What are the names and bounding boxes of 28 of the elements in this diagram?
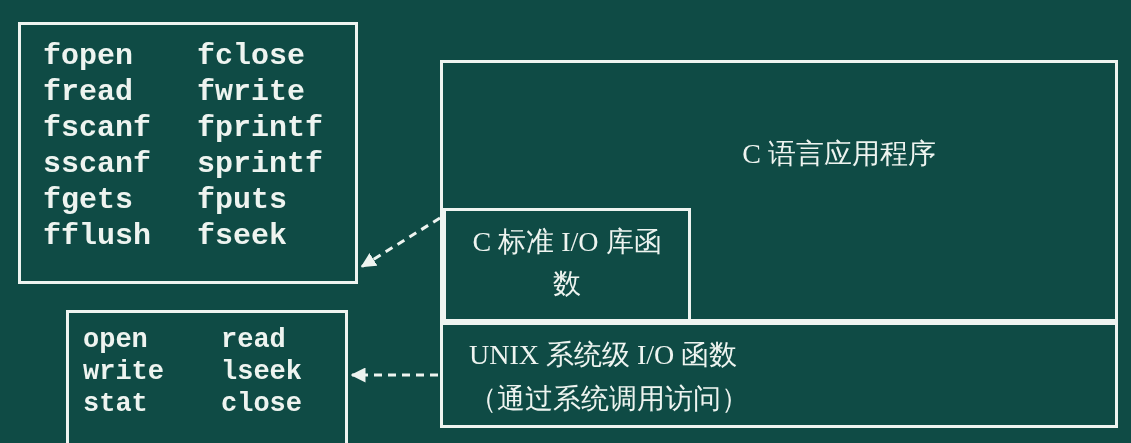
function-name: fopen bbox=[43, 39, 133, 73]
function-name: open bbox=[83, 325, 148, 355]
function-list-box bbox=[18, 22, 358, 284]
dashed-arrow bbox=[350, 367, 438, 383]
layer-box bbox=[440, 322, 1118, 428]
layer-box bbox=[440, 60, 1118, 322]
function-name: fseek bbox=[197, 219, 287, 253]
function-name: stat bbox=[83, 389, 148, 419]
function-name: fgets bbox=[43, 183, 133, 217]
layer-label: （通过系统调用访问） bbox=[469, 382, 750, 416]
layer-label: C 语言应用程序 bbox=[741, 137, 937, 171]
function-name: lseek bbox=[221, 357, 302, 387]
function-name: fprintf bbox=[197, 111, 324, 145]
function-name: fwrite bbox=[197, 75, 306, 109]
function-name: sprintf bbox=[197, 147, 324, 181]
function-name: close bbox=[221, 389, 302, 419]
function-list-box bbox=[66, 310, 348, 443]
dashed-arrow bbox=[360, 216, 441, 268]
function-name: fflush bbox=[43, 219, 152, 253]
function-name: fputs bbox=[197, 183, 287, 217]
function-name: fread bbox=[43, 75, 133, 109]
layer-label: C 标准 I/O 库函数 bbox=[471, 225, 663, 301]
function-name: write bbox=[83, 357, 164, 387]
layer-label: UNIX 系统级 I/O 函数 bbox=[469, 338, 739, 372]
function-name: read bbox=[221, 325, 286, 355]
function-name: fclose bbox=[197, 39, 306, 73]
function-name: fscanf bbox=[43, 111, 152, 145]
function-name: sscanf bbox=[43, 147, 152, 181]
